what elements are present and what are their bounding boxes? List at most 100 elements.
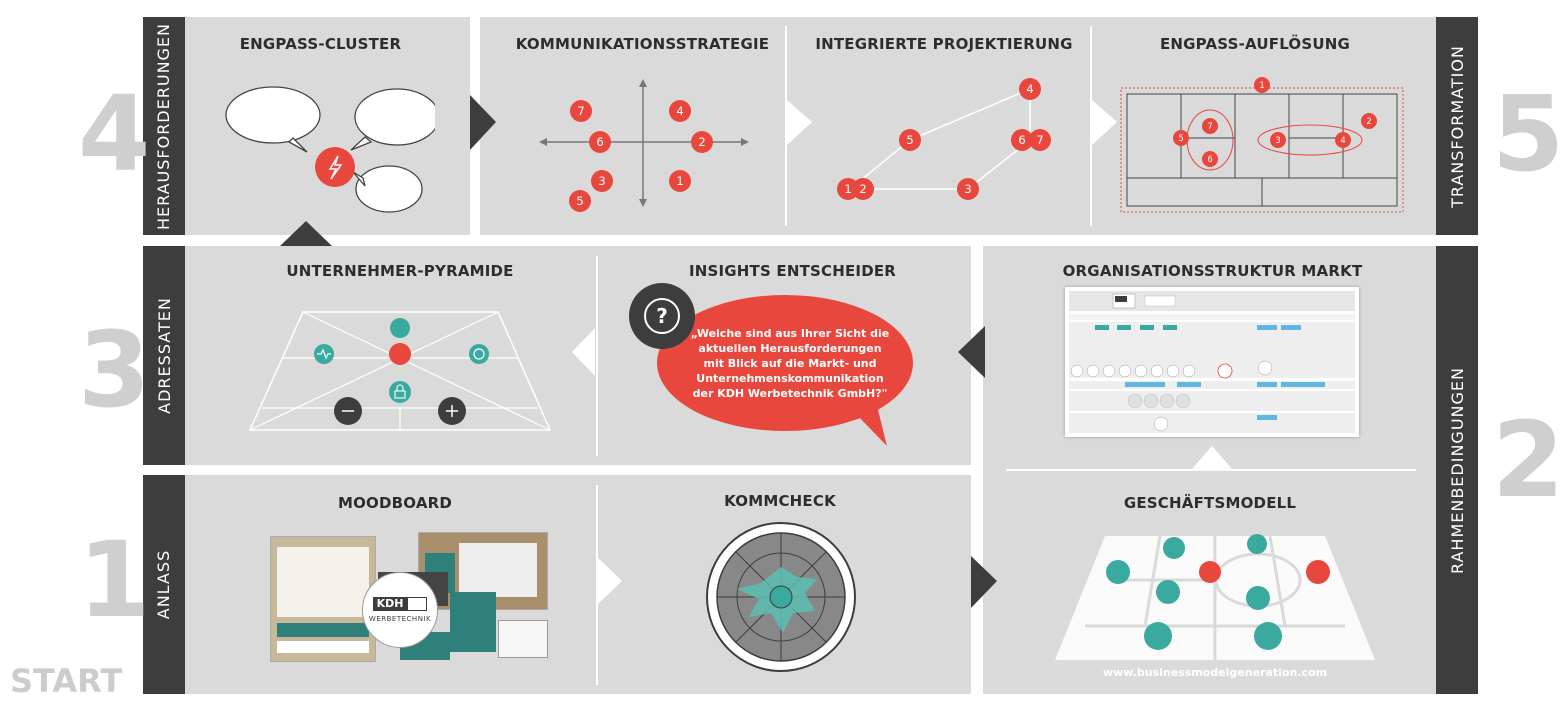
numbered-dot-label: 3 bbox=[598, 174, 605, 188]
svg-text:?: ? bbox=[656, 304, 668, 328]
numbered-dot-label: 5 bbox=[906, 133, 913, 147]
truck-icon bbox=[1106, 560, 1130, 584]
title-insights-entscheider: INSIGHTS ENTSCHEIDER bbox=[688, 262, 897, 280]
kdh-logo-text: KDH bbox=[373, 597, 407, 611]
row-bar-adressaten: ADRESSATEN bbox=[143, 246, 185, 465]
numbered-dot-label: 5 bbox=[1178, 133, 1183, 143]
question-icon bbox=[629, 283, 695, 349]
numbered-dot bbox=[1019, 78, 1041, 100]
title-integrierte-projektierung: INTEGRIERTE PROJEKTIERUNG bbox=[815, 35, 1073, 53]
numbered-dot bbox=[1335, 132, 1351, 148]
numbered-dot bbox=[589, 131, 611, 153]
numbered-dot bbox=[1361, 113, 1377, 129]
numbered-dot-label: 1 bbox=[676, 174, 683, 188]
engpass-cluster-illustration bbox=[225, 86, 435, 213]
title-engpass-aufloesung: ENGPASS-AUFLÖSUNG bbox=[1159, 35, 1351, 53]
chevron-right-icon bbox=[787, 100, 812, 145]
numbered-dot-label: 1 bbox=[1259, 80, 1264, 90]
piggy-bank-icon bbox=[1254, 622, 1282, 650]
numbered-dot bbox=[1011, 129, 1033, 151]
insights-bubble: ? bbox=[629, 283, 913, 446]
numbered-dot bbox=[669, 100, 691, 122]
numbered-dot-label: 3 bbox=[964, 182, 971, 196]
lightning-badge bbox=[315, 147, 355, 187]
chevron-right-icon bbox=[971, 556, 997, 608]
title-kommunikationsstrategie: KOMMUNIKATIONSSTRATEGIE bbox=[515, 35, 770, 53]
target-icon bbox=[469, 344, 489, 364]
chevron-left-icon bbox=[958, 326, 985, 378]
arrow-up-icon bbox=[1192, 446, 1232, 469]
speech-bubble bbox=[225, 86, 321, 144]
kdh-logo-subtext: WERBETECHNIK bbox=[368, 615, 432, 623]
tools-icon bbox=[1163, 537, 1185, 559]
moodboard-collage: KDH WERBETECHNIK bbox=[270, 532, 548, 662]
lightning-icon bbox=[328, 155, 343, 180]
panel-row4-right bbox=[480, 17, 1436, 235]
title-kommcheck: KOMMCHECK bbox=[724, 492, 836, 510]
delivery-icon bbox=[1246, 586, 1270, 610]
numbered-dot-label: 7 bbox=[1207, 121, 1212, 131]
money-hand-icon bbox=[1144, 622, 1172, 650]
step-number-1: 1 bbox=[78, 519, 151, 641]
numbered-dot bbox=[852, 178, 874, 200]
numbered-dot bbox=[957, 178, 979, 200]
row-bar-transformation: TRANSFORMATION bbox=[1436, 17, 1478, 235]
chevron-right-icon bbox=[470, 95, 496, 150]
numbered-dot bbox=[1202, 151, 1218, 167]
lock-icon bbox=[389, 381, 411, 403]
numbered-dot-label: 3 bbox=[1275, 135, 1280, 145]
divider bbox=[596, 485, 598, 685]
divider bbox=[1090, 26, 1092, 226]
chevron-left-icon bbox=[572, 328, 595, 376]
start-label: START bbox=[10, 662, 123, 700]
numbered-dot bbox=[1202, 118, 1218, 134]
numbered-dot bbox=[899, 129, 921, 151]
numbered-dot-label: 4 bbox=[1026, 82, 1033, 96]
numbered-dot-label: 2 bbox=[859, 182, 866, 196]
divider bbox=[785, 26, 787, 226]
title-engpass-cluster: ENGPASS-CLUSTER bbox=[239, 35, 402, 53]
numbered-dot bbox=[570, 100, 592, 122]
numbered-dot-label: 4 bbox=[676, 104, 683, 118]
numbered-dot bbox=[1029, 129, 1051, 151]
numbered-dot-label: 2 bbox=[698, 135, 705, 149]
kommcheck-radar bbox=[706, 522, 856, 672]
numbered-dot bbox=[569, 190, 591, 212]
numbered-dot bbox=[669, 170, 691, 192]
speech-bubble-tail bbox=[350, 136, 373, 151]
user-icon bbox=[1306, 560, 1330, 584]
numbered-dot-label: 6 bbox=[1207, 154, 1212, 164]
row-bar-rahmenbedingungen: RAHMENBEDINGUNGEN bbox=[1436, 246, 1478, 694]
moodboard-photo bbox=[498, 620, 548, 658]
numbered-dot-label: 7 bbox=[577, 104, 584, 118]
box-icon bbox=[1199, 561, 1221, 583]
step-number-4: 4 bbox=[78, 73, 151, 195]
heart-icon bbox=[1247, 534, 1267, 554]
divider bbox=[1006, 469, 1416, 471]
handshake-icon bbox=[390, 318, 410, 338]
numbered-dot-label: 4 bbox=[1340, 135, 1345, 145]
title-moodboard: MOODBOARD bbox=[337, 494, 453, 512]
numbered-dot-label: 7 bbox=[1036, 133, 1043, 147]
numbered-dot-label: 1 bbox=[844, 182, 851, 196]
strategy-matrix: 7 4 6 2 3 1 5 bbox=[539, 79, 749, 212]
numbered-dot-label: 6 bbox=[1018, 133, 1025, 147]
divider bbox=[596, 256, 598, 456]
business-model-canvas bbox=[1055, 534, 1375, 660]
numbered-dot bbox=[1173, 130, 1189, 146]
chevron-right-icon bbox=[598, 558, 622, 604]
step-number-5: 5 bbox=[1492, 73, 1565, 195]
crossed-out-icon bbox=[389, 343, 411, 365]
chevron-right-icon bbox=[1092, 100, 1117, 145]
org-structure-sheet bbox=[1065, 287, 1359, 437]
numbered-dot-label: 6 bbox=[596, 135, 603, 149]
title-organisationsstruktur-markt: ORGANISATIONSSTRUKTUR MARKT bbox=[1062, 262, 1363, 280]
moodboard-photo bbox=[270, 536, 376, 662]
speech-bubble-tail bbox=[352, 171, 366, 187]
title-geschaeftsmodell: GESCHÄFTSMODELL bbox=[1123, 494, 1297, 512]
numbered-dot-label: 5 bbox=[576, 194, 583, 208]
unternehmer-pyramide bbox=[248, 311, 552, 431]
numbered-dot bbox=[591, 170, 613, 192]
step-number-2: 2 bbox=[1492, 399, 1565, 521]
